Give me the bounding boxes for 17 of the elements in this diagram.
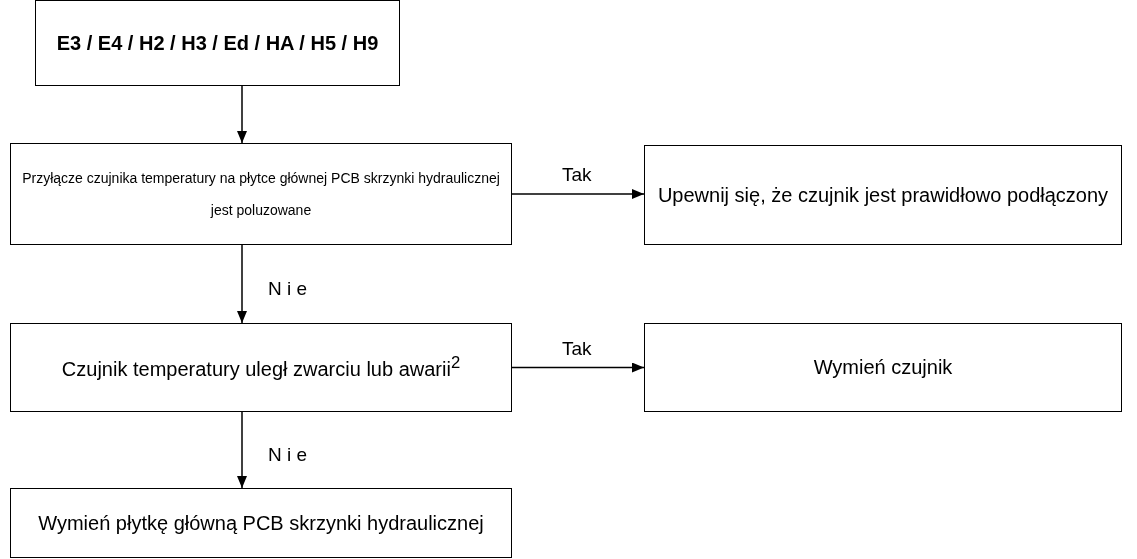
arrow [511,189,645,199]
arrow [237,244,247,324]
process-box [10,143,512,245]
box-text: Czujnik temperatury uległ zwarciu lub awarii$^{2}$ [60,352,462,382]
process-box [644,145,1122,245]
arrow [511,362,645,373]
box-text: Upewnij się, że czujnik jest prawidłowo podłączony [656,182,1110,208]
box-text: Przyłącze czujnika temperatury na płytce głównej PCB skrzynki hydraulicznej jest poluzowane [21,168,501,220]
arrow [237,411,247,489]
process-box [10,323,512,412]
arrow [237,85,247,144]
box-text: E3 / E4 / H2 / H3 / Ed / HA / H5 / H9 [55,31,380,56]
process-box [644,323,1122,412]
box-text: Wymień płytkę główną PCB skrzynki hydraulicznej [37,511,485,536]
process-box [35,0,400,86]
box-text: Wymień czujnik [812,355,954,380]
process-box [10,488,512,558]
